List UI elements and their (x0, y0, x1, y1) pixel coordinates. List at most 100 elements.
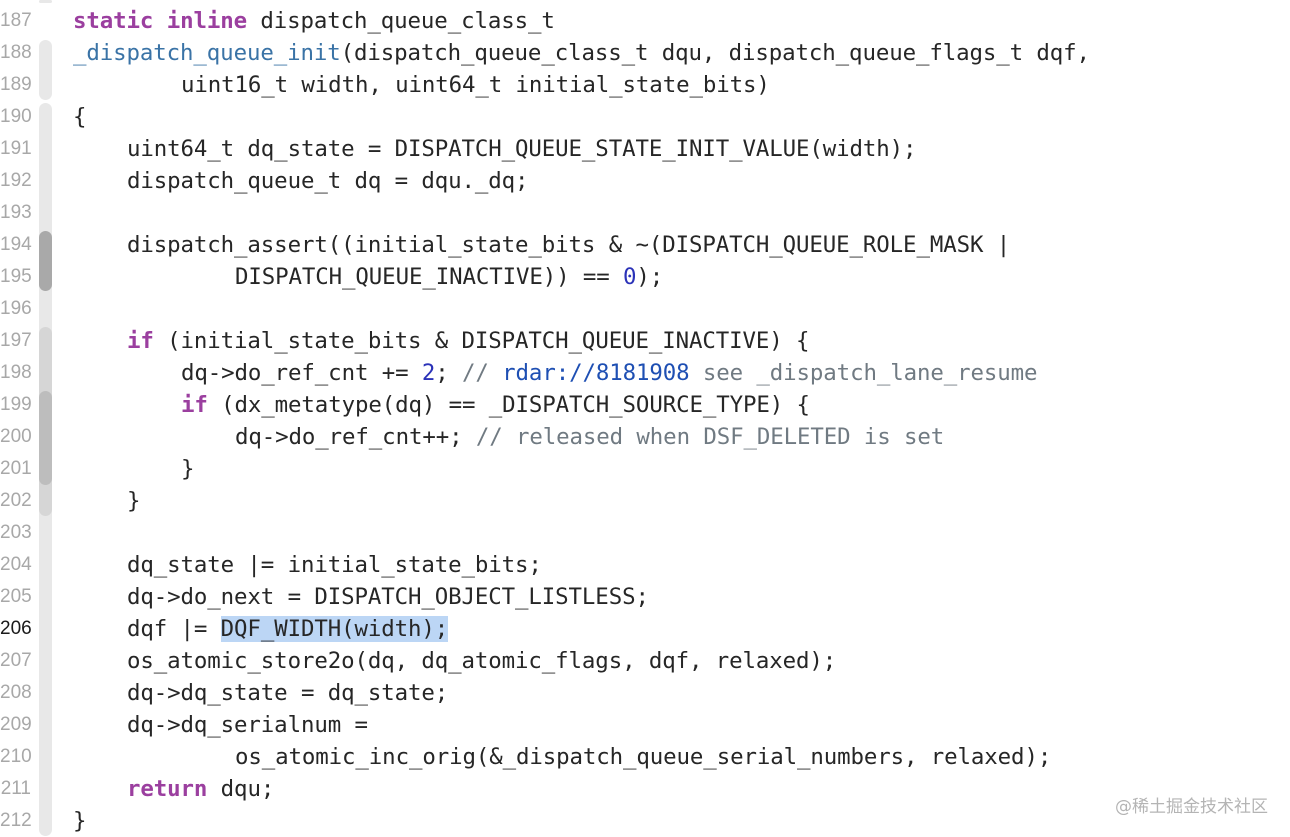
code-text[interactable]: os_atomic_store2o(dq, dq_atomic_flags, d… (127, 645, 836, 677)
code-text[interactable]: } (73, 805, 86, 837)
code-text[interactable]: dq->do_ref_cnt += 2; // rdar://8181908 s… (181, 357, 1037, 389)
code-line[interactable]: 197 if (initial_state_bits & DISPATCH_QUE… (0, 325, 1290, 357)
code-token: } (73, 808, 87, 834)
line-number: 194 (0, 234, 32, 255)
code-line[interactable]: 210 os_atomic_inc_orig(&_dispatch_queue_s… (0, 741, 1290, 773)
line-number: 187 (0, 10, 32, 31)
code-line[interactable]: 202} (0, 485, 1290, 517)
code-text[interactable]: DISPATCH_QUEUE_INACTIVE)) == 0); (235, 261, 663, 293)
line-number: 209 (0, 714, 32, 735)
code-line[interactable]: 190 { (0, 101, 1290, 133)
keyword-token: return (127, 776, 208, 802)
code-text[interactable]: os_atomic_inc_orig(&_dispatch_queue_seri… (235, 741, 1051, 773)
fold-ribbon-segment[interactable] (39, 0, 52, 3)
code-text[interactable]: if (initial_state_bits & DISPATCH_QUEUE_… (127, 325, 810, 357)
code-token: (dx_metatype(dq) == _DISPATCH_SOURCE_TYP… (207, 392, 810, 418)
code-token: dispatch_queue_class_t (246, 8, 555, 34)
comment-token: see _dispatch_lane_resume (689, 360, 1038, 386)
function-name-token: _dispatch_queue_init (73, 40, 341, 66)
code-line[interactable]: 188_dispatch_queue_init(dispatch_queue_c… (0, 37, 1290, 69)
code-token: os_atomic_inc_orig(&_dispatch_queue_seri… (235, 744, 1052, 770)
fold-ribbon-segment-assert[interactable] (39, 231, 52, 291)
code-text[interactable]: dqf |= DQF_WIDTH(width); (127, 613, 448, 645)
code-token: os_atomic_store2o(dq, dq_atomic_flags, d… (127, 648, 837, 674)
code-text[interactable]: return dqu; (127, 773, 274, 805)
code-line[interactable]: 192 dispatch_queue_t dq = dqu._dq; (0, 165, 1290, 197)
code-token: uint16_t width, uint64_t initial_state_b… (181, 72, 770, 98)
line-number: 208 (0, 682, 32, 703)
code-line[interactable]: 189 uint16_t width, uint64_t initial_stat… (0, 69, 1290, 101)
keyword-token: if (181, 392, 208, 418)
number-token: 0 (623, 264, 637, 290)
code-line[interactable]: 198 dq->do_ref_cnt += 2; // rdar://818190… (0, 357, 1290, 389)
code-line[interactable]: 201} (0, 453, 1290, 485)
line-number: 192 (0, 170, 32, 191)
comment-token: // (462, 360, 503, 386)
code-text[interactable]: uint16_t width, uint64_t initial_state_b… (181, 69, 770, 101)
line-number: 191 (0, 138, 32, 159)
line-number: 211 (0, 778, 31, 799)
code-text[interactable]: dq->do_next = DISPATCH_OBJECT_LISTLESS; (127, 581, 649, 613)
code-token: dq->do_ref_cnt++; (235, 424, 476, 450)
code-text[interactable]: dq->do_ref_cnt++; // released when DSF_D… (235, 421, 944, 453)
code-token: dq_state |= initial_state_bits; (127, 552, 542, 578)
number-token: 2 (421, 360, 436, 386)
line-number: 193 (0, 202, 32, 223)
code-line[interactable]: 209 dq->dq_serialnum = (0, 709, 1290, 741)
line-number: 190 (0, 106, 32, 127)
code-line[interactable]: 187 static inline dispatch_queue_class_t (0, 5, 1290, 37)
line-number: 204 (0, 554, 32, 575)
line-number: 201 (0, 458, 32, 479)
keyword-token: static (73, 8, 154, 34)
code-token: DISPATCH_QUEUE_INACTIVE)) == (235, 264, 624, 290)
code-text[interactable]: static inline dispatch_queue_class_t (73, 5, 555, 37)
code-text[interactable]: dq_state |= initial_state_bits; (127, 549, 542, 581)
fold-ribbon-segment-inner-if[interactable] (39, 391, 52, 485)
code-line[interactable]: 211 return dqu; (0, 773, 1290, 805)
code-text[interactable]: _dispatch_queue_init(dispatch_queue_clas… (73, 37, 1090, 69)
code-text[interactable]: } (127, 485, 140, 517)
code-line[interactable]: 196 (0, 293, 1290, 325)
code-line[interactable]: 194 dispatch_assert((initial_state_bits &… (0, 229, 1290, 261)
watermark: @稀土掘金技术社区 (1115, 797, 1268, 817)
code-text[interactable]: { (73, 101, 86, 133)
code-token: dq->do_next = DISPATCH_OBJECT_LISTLESS; (127, 584, 649, 610)
link-token[interactable]: rdar://8181908 (502, 360, 690, 386)
code-line[interactable]: 208 dq->dq_state = dq_state; (0, 677, 1290, 709)
line-number: 197 (0, 330, 32, 351)
code-text[interactable]: dq->dq_serialnum = (127, 709, 368, 741)
line-number: 196 (0, 298, 32, 319)
code-token: (dispatch_queue_class_t dqu, dispatch_qu… (340, 40, 1090, 66)
line-number: 198 (0, 362, 32, 383)
code-text[interactable]: dq->dq_state = dq_state; (127, 677, 448, 709)
code-text[interactable]: dispatch_assert((initial_state_bits & ~(… (127, 229, 1010, 261)
code-line[interactable]: 200 dq->do_ref_cnt++; // released when DS… (0, 421, 1290, 453)
fold-ribbon-segment-signature[interactable] (39, 40, 52, 100)
code-token: } (181, 456, 195, 482)
code-token: dispatch_assert((initial_state_bits & ~(… (127, 232, 1011, 258)
line-number: 199 (0, 394, 32, 415)
keyword-token: inline (166, 8, 247, 34)
code-text[interactable]: if (dx_metatype(dq) == _DISPATCH_SOURCE_… (181, 389, 810, 421)
code-line[interactable]: 199 if (dx_metatype(dq) == _DISPATCH_SOUR… (0, 389, 1290, 421)
code-line[interactable]: 203 (0, 517, 1290, 549)
code-token: dq->do_ref_cnt += (181, 360, 422, 386)
line-number: 200 (0, 426, 32, 447)
line-number: 210 (0, 746, 32, 767)
code-token: dqf |= (127, 616, 221, 642)
line-number: 189 (0, 74, 32, 95)
code-text[interactable]: dispatch_queue_t dq = dqu._dq; (127, 165, 529, 197)
comment-token: // released when DSF_DELETED is set (475, 424, 945, 450)
code-line[interactable]: 191 uint64_t dq_state = DISPATCH_QUEUE_ST… (0, 133, 1290, 165)
code-text[interactable]: uint64_t dq_state = DISPATCH_QUEUE_STATE… (127, 133, 917, 165)
code-line[interactable]: 212} (0, 805, 1290, 837)
code-text[interactable]: } (181, 453, 194, 485)
code-line[interactable]: 204 dq_state |= initial_state_bits; (0, 549, 1290, 581)
code-line[interactable]: 193 (0, 197, 1290, 229)
code-token: ; (435, 360, 463, 386)
